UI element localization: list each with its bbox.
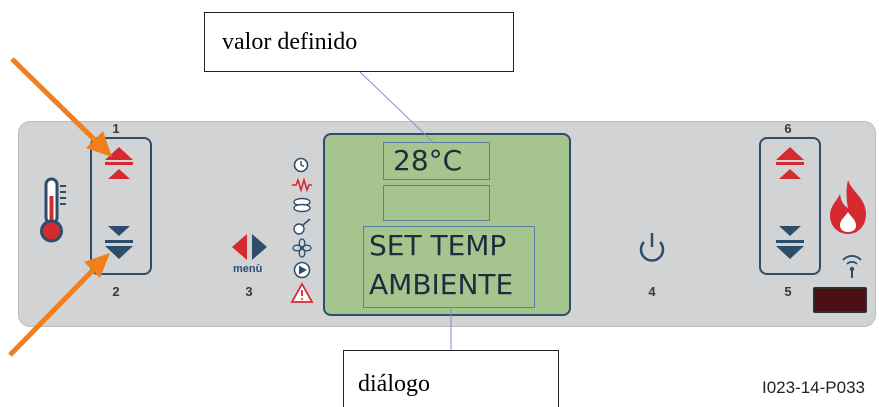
button-5-label: 5: [784, 284, 792, 299]
resistor-icon: [292, 177, 312, 193]
button-2-down[interactable]: [104, 226, 134, 268]
power-icon[interactable]: [637, 231, 667, 269]
dialog-line-1: SET TEMP: [369, 229, 507, 262]
pump-icon: [293, 261, 311, 279]
callout-set-value: valor definido: [204, 12, 514, 72]
button-3-label: 3: [245, 284, 253, 299]
figure-code: I023-14-P033: [761, 378, 865, 397]
callout-dialog: diálogo: [343, 350, 559, 407]
button-6-up[interactable]: [775, 147, 805, 189]
button-1-up[interactable]: [104, 147, 134, 189]
menu-arrows-icon[interactable]: [230, 234, 270, 260]
menu-label: menù: [233, 263, 263, 275]
button-2-label: 2: [112, 284, 120, 299]
button-6-label: 6: [784, 121, 792, 136]
dialog-box: [363, 226, 535, 308]
dialog-line-2: AMBIENTE: [369, 268, 514, 301]
set-value-text: 28°C: [393, 144, 463, 177]
button-5-down[interactable]: [775, 226, 805, 268]
empty-line-box: [383, 185, 490, 221]
button-1-label: 1: [112, 121, 120, 136]
wireless-icon: [842, 255, 862, 278]
pellet-icon: [293, 197, 311, 213]
clock-icon: [293, 157, 309, 173]
button-4-label: 4: [648, 284, 656, 299]
flame-icon: [830, 180, 866, 234]
right-button-group: [759, 137, 821, 275]
igniter-icon: [293, 218, 311, 235]
receiver-window: [813, 287, 867, 313]
thermometer-icon: [40, 177, 66, 243]
fan-icon: [292, 238, 312, 258]
pointer-arrow-up: [10, 57, 112, 157]
lcd-display: [323, 133, 571, 316]
left-button-group: [90, 137, 152, 275]
pointer-arrow-down: [8, 253, 110, 357]
warning-icon: [290, 282, 314, 303]
set-value-box: [383, 142, 490, 180]
